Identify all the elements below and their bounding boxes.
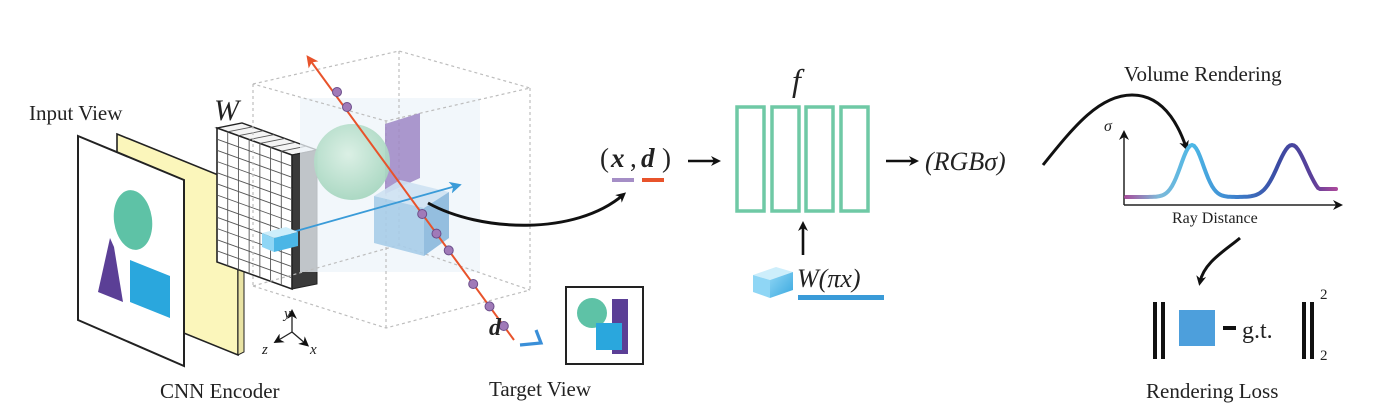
loss-formula: g.t. 2 2 (1153, 287, 1328, 364)
density-curve (1124, 142, 1338, 199)
query-close-paren: ) (662, 143, 671, 173)
norm-left-bar-1 (1153, 302, 1157, 359)
norm-left-bar-2 (1161, 302, 1165, 359)
input-view-label: Input View (29, 101, 123, 125)
render-arrow (1041, 93, 1189, 166)
camera-icon (519, 329, 544, 347)
blue-cube (374, 180, 449, 256)
query-input: ( x , d ) (600, 143, 671, 182)
norm-right-bar-1 (1302, 302, 1306, 359)
query-x: x (610, 143, 625, 173)
ray-sample-point (484, 301, 495, 312)
query-d: d (641, 143, 655, 173)
feature-vector-icon (753, 267, 793, 298)
norm-subscript: 2 (1320, 348, 1328, 364)
underline-w (798, 295, 884, 300)
mlp-network (735, 105, 870, 213)
target-view-label: Target View (489, 377, 592, 401)
sampled-feature-cube (262, 227, 298, 252)
ground-truth-label: g.t. (1242, 318, 1273, 344)
mlp-label: f (792, 62, 805, 98)
feature-projection-ray (281, 181, 462, 236)
query-open-paren: ( (600, 143, 609, 173)
output-label: (RGBσ) (925, 147, 1006, 176)
feature-query-label: W(πx) (797, 264, 861, 293)
ray-sample-point (332, 87, 342, 97)
ray-sample-point (468, 279, 479, 289)
query-arrow (427, 192, 627, 227)
ray-sample-point (342, 102, 352, 112)
ray-direction-label: d (489, 315, 502, 341)
cnn-encoder-label: CNN Encoder (160, 379, 280, 403)
volume-rendering-label: Volume Rendering (1124, 62, 1282, 86)
rendered-pixel-square (1179, 310, 1215, 346)
green-sphere (314, 124, 390, 200)
ray-sample-point (417, 209, 428, 219)
input-image (77, 134, 185, 368)
query-comma: , (630, 143, 637, 173)
axes-glyph (273, 309, 310, 347)
target-blue-square (596, 323, 622, 350)
rendering-loss-label: Rendering Loss (1146, 379, 1278, 403)
purple-triangle (98, 238, 123, 302)
underline-d (642, 178, 664, 182)
ray-sample-point (443, 245, 454, 256)
axis-z-label: z (261, 342, 268, 358)
feature-grid-label: W (214, 94, 242, 127)
minus-sign (1223, 326, 1236, 330)
target-teal-circle (577, 298, 607, 328)
sigma-axis-label: σ (1104, 118, 1113, 135)
ray-distance-label: Ray Distance (1172, 210, 1258, 227)
norm-superscript: 2 (1320, 287, 1328, 303)
loss-arrow (1196, 236, 1241, 286)
underline-x (612, 178, 634, 182)
density-plot: σ Ray Distance (1104, 118, 1343, 227)
blue-square (130, 260, 170, 318)
axis-y-label: y (282, 306, 291, 322)
teal-ellipse (113, 190, 153, 250)
norm-right-bar-2 (1310, 302, 1314, 359)
axis-x-label: x (309, 342, 317, 358)
ray-sample-point (498, 321, 509, 331)
ray-sample-point (431, 228, 442, 239)
target-view (565, 286, 644, 365)
ray-samples (332, 87, 509, 331)
